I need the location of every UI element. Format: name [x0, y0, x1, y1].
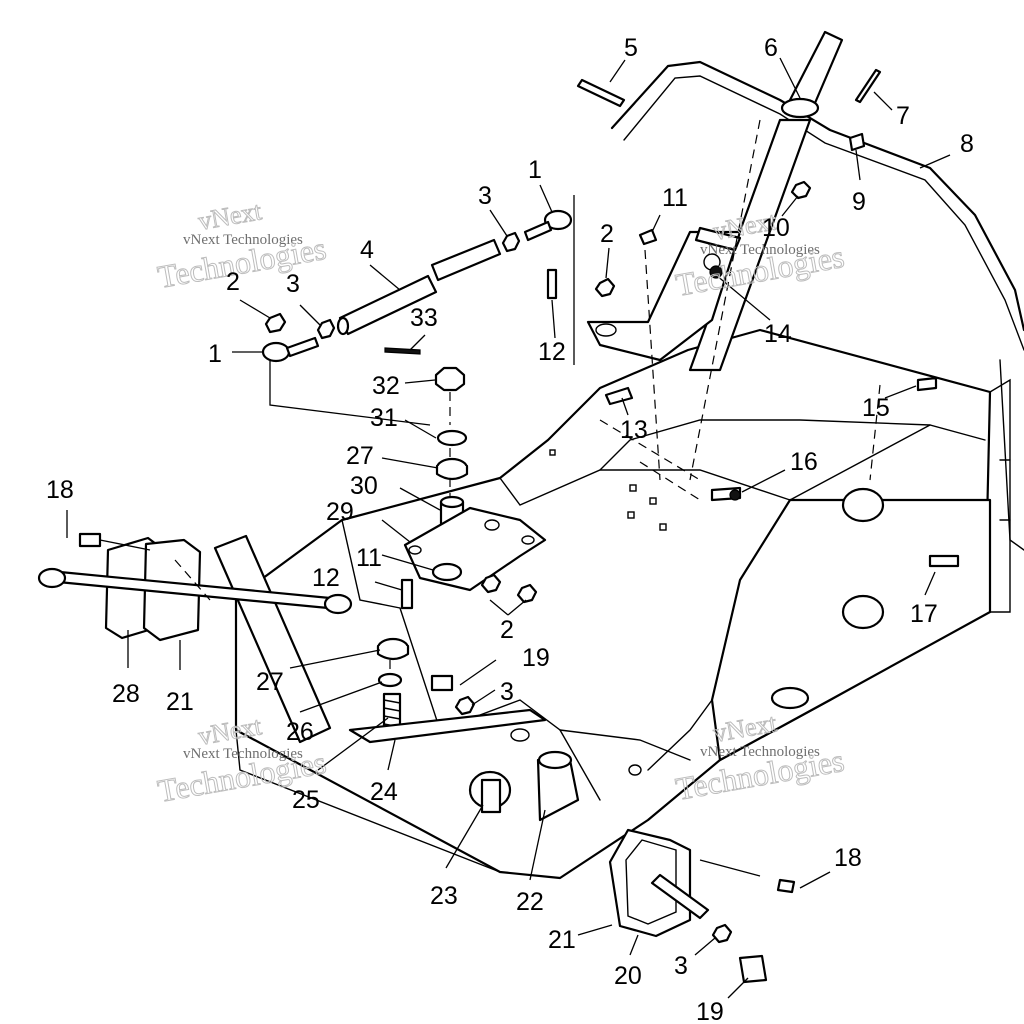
callout-7: 7 [896, 102, 910, 130]
callout-30: 30 [350, 472, 378, 500]
steering-bracket [586, 226, 742, 362]
callout-17: 17 [910, 600, 938, 628]
callout-25: 25 [292, 786, 320, 814]
callout-2: 2 [600, 220, 614, 248]
callout-23: 23 [430, 882, 458, 910]
callout-9: 9 [852, 188, 866, 216]
callout-19: 19 [696, 998, 724, 1024]
callout-3: 3 [500, 678, 514, 706]
left-steering-arm [37, 536, 353, 642]
callout-32: 32 [372, 372, 400, 400]
callout-6: 6 [764, 34, 778, 62]
watermark-text: vNext Technologies [700, 744, 820, 760]
watermark-left-top: vNext vNext Technologies Technologies [154, 196, 329, 296]
watermark-text: vNext Technologies [183, 746, 303, 762]
callout-8: 8 [960, 130, 974, 158]
callout-21: 21 [548, 926, 576, 954]
right-steering-arm [468, 750, 710, 938]
callout-27: 27 [346, 442, 374, 470]
callout-labels: 5 6 7 8 9 10 11 2 14 1 3 4 2 3 33 1 12 3… [46, 34, 974, 1024]
callout-21: 21 [166, 688, 194, 716]
callout-31: 31 [370, 404, 398, 432]
callout-27: 27 [256, 668, 284, 696]
callout-26: 26 [286, 718, 314, 746]
callout-22: 22 [516, 888, 544, 916]
callout-16: 16 [790, 448, 818, 476]
callout-10: 10 [762, 214, 790, 242]
callout-12: 12 [312, 564, 340, 592]
callout-29: 29 [326, 498, 354, 526]
callout-18: 18 [834, 844, 862, 872]
callout-3: 3 [674, 952, 688, 980]
callout-1: 1 [528, 156, 542, 184]
callout-2: 2 [500, 616, 514, 644]
callout-14: 14 [764, 320, 792, 348]
tie-rod-assembly [261, 209, 573, 363]
callout-3: 3 [478, 182, 492, 210]
callout-33: 33 [410, 304, 438, 332]
callout-19: 19 [522, 644, 550, 672]
handlebar [610, 30, 1024, 551]
leader-lines [66, 57, 951, 999]
assembly-lines [99, 119, 881, 877]
callout-11: 11 [356, 544, 382, 572]
watermark-text: vNext [196, 711, 264, 751]
callout-4: 4 [360, 236, 374, 264]
callout-13: 13 [620, 416, 648, 444]
callout-20: 20 [614, 962, 642, 990]
callout-24: 24 [370, 778, 398, 806]
watermark-text: vNext [196, 196, 264, 236]
callout-18: 18 [46, 476, 74, 504]
callout-12: 12 [538, 338, 566, 366]
callout-15: 15 [862, 394, 890, 422]
callout-11: 11 [662, 184, 688, 212]
callout-5: 5 [624, 34, 638, 62]
fasteners [78, 68, 960, 984]
callout-28: 28 [112, 680, 140, 708]
watermark-text: vNext Technologies [183, 232, 303, 248]
hardware-stack [348, 366, 547, 744]
callout-2: 2 [226, 268, 240, 296]
callout-3: 3 [286, 270, 300, 298]
chassis-frame [213, 328, 1011, 880]
callout-1: 1 [208, 340, 222, 368]
watermark-text: vNext Technologies [700, 242, 820, 258]
